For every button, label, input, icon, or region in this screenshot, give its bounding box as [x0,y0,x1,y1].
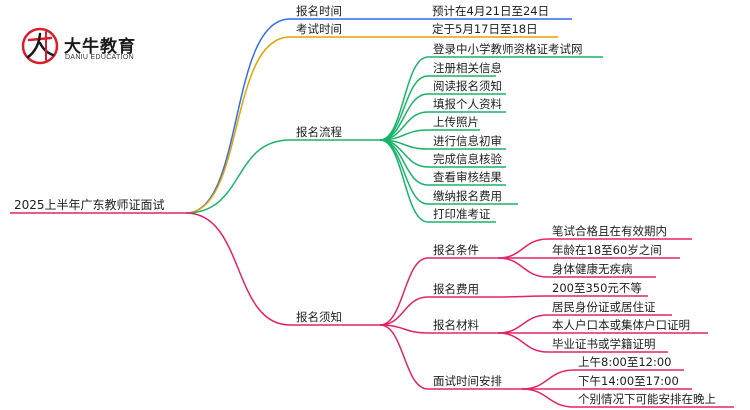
fee-item: 200至350元不等 [552,281,642,295]
connector-process [185,139,291,214]
process-step: 打印准考证 [433,207,491,221]
notice-connectors [379,238,734,408]
process-step: 查看审核结果 [433,170,502,184]
process-step: 进行信息初审 [433,134,502,148]
notice-schedule: 面试时间安排 [433,374,502,388]
process-step: 上传照片 [433,115,479,129]
process-step: 缴纳报名费用 [433,189,502,203]
notice-leaf-connector [497,238,549,259]
material-item: 毕业证书或学籍证明 [552,337,656,351]
process-step-connector [379,139,429,223]
process-connectors [379,56,603,223]
schedule-item: 下午14:00至17:00 [578,374,679,388]
notice-group-connector [379,257,429,326]
notice-leaf-connector [497,314,549,334]
logo: 大牛教育 DANIU EDUCATION [20,26,155,68]
process-step: 注册相关信息 [433,61,502,75]
process-step: 完成信息核验 [433,152,502,166]
logo-brand-name: 大牛教育 [64,37,136,57]
logo-brand-subtitle: DANIU EDUCATION [65,54,134,61]
time-exam-value: 定于5月17日至18日 [432,22,538,36]
notice-leaf-connector [497,295,549,298]
connector-time-apply [185,18,291,214]
process-step-connector [379,139,429,186]
root-node: 2025上半年广东教师证面试 [14,198,165,212]
schedule-item: 上午8:00至12:00 [578,355,672,369]
condition-item: 身体健康无疾病 [552,262,633,276]
condition-item: 笔试合格且在有效期内 [552,224,667,238]
notice-leaf-connector [497,332,549,353]
notice-group-connector [379,324,429,334]
process-step-connector [379,56,429,141]
branch-time-exam: 考试时间 [296,22,342,36]
notice-leaf-connector [497,257,549,278]
notice-fee: 报名费用 [433,282,479,296]
notice-conditions: 报名条件 [433,243,479,257]
logo-mark-icon [21,27,59,65]
branch-time-apply: 报名时间 [296,4,342,18]
notice-leaf-connector [521,388,575,408]
connector-notice [185,212,291,326]
notice-group-connector [379,324,429,390]
process-step-connector [379,139,429,205]
branch-notice: 报名须知 [296,310,342,324]
branch-process: 报名流程 [296,125,342,139]
notice-materials: 报名材料 [433,318,479,332]
notice-group-connector [379,296,429,326]
material-item: 居民身份证或居住证 [552,300,656,314]
process-step: 登录中小学教师资格证考试网 [433,42,583,56]
process-step: 填报个人资料 [433,97,502,111]
process-step: 阅读报名须知 [433,79,502,93]
notice-leaf-connector [521,369,575,390]
time-apply-value: 预计在4月21日至24日 [432,4,550,18]
connector-time-exam [185,36,291,214]
schedule-item: 个别情况下可能安排在晚上 [578,392,716,406]
condition-item: 年龄在18至60岁之间 [552,243,662,257]
material-item: 本人户口本或集体户口证明 [552,318,690,332]
